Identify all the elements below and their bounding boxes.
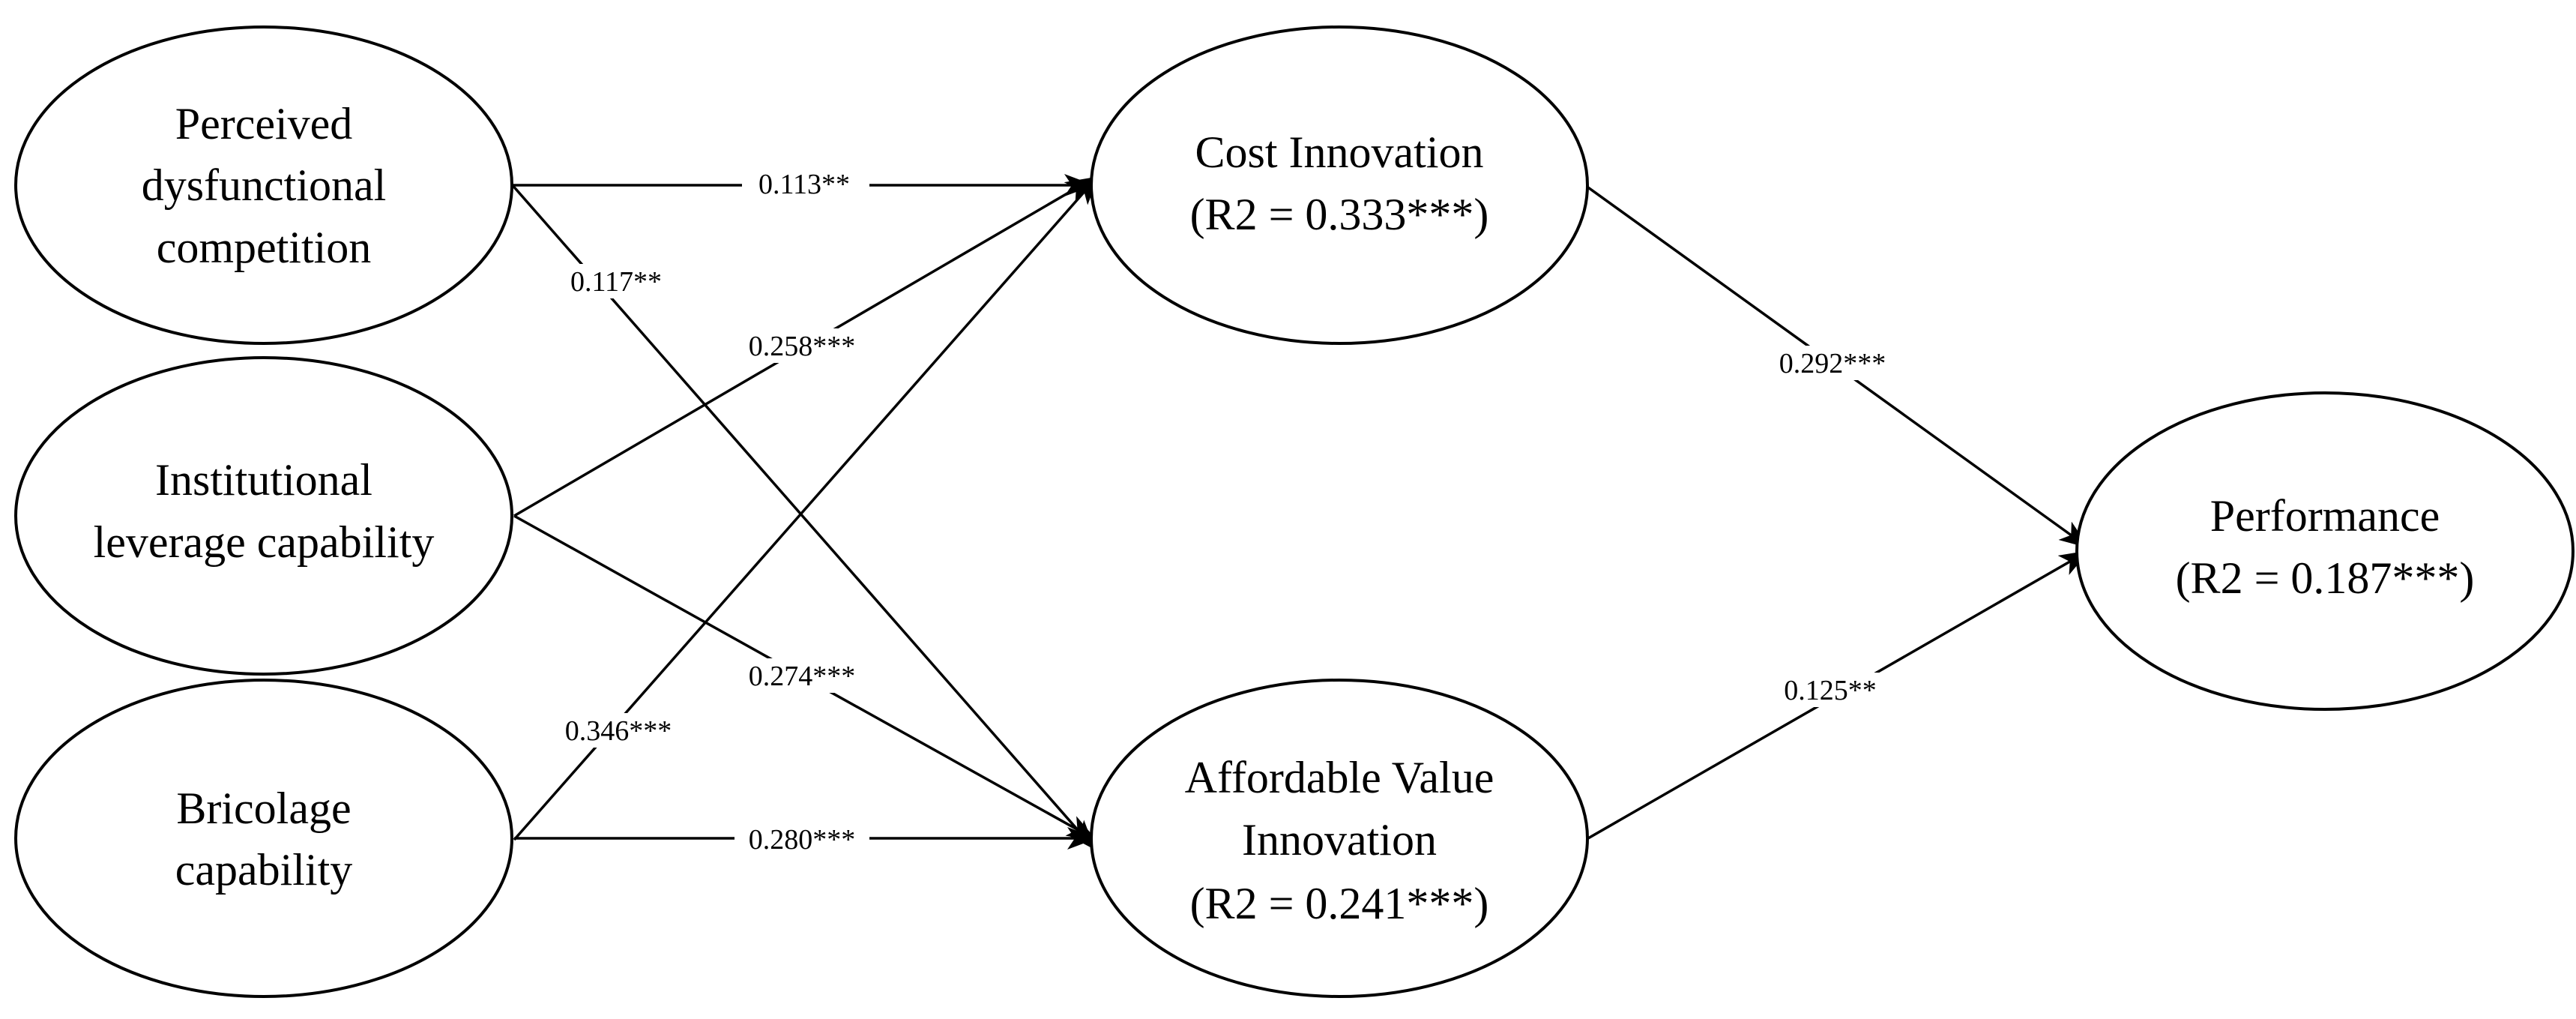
coef-perceived-affordable: 0.117** [570, 266, 662, 298]
node-bricolage-capability: Bricolage capability [14, 679, 513, 998]
node-label-line: Bricolage [176, 784, 351, 833]
coef-institutional-cost: 0.258*** [749, 331, 856, 362]
node-institutional-leverage-capability: Institutional leverage capability [14, 356, 513, 676]
node-affordable-value-innovation: Affordable Value Innovation (R2 = 0.241*… [1090, 679, 1589, 998]
node-performance: Performance (R2 = 0.187***) [2075, 391, 2575, 711]
node-label-line: Perceived [175, 99, 353, 148]
path-coefficients: 0.113** 0.117** 0.258*** 0.274*** 0.346*… [551, 166, 1900, 856]
coef-institutional-affordable: 0.274*** [749, 661, 856, 692]
construct-nodes: Perceived dysfunctional competition Inst… [14, 25, 2575, 998]
node-label-line: competition [157, 223, 372, 272]
node-label-line: leverage capability [94, 517, 435, 567]
node-label-line: dysfunctional [142, 160, 387, 210]
coef-bricolage-cost: 0.346*** [565, 715, 672, 747]
node-cost-innovation: Cost Innovation (R2 = 0.333***) [1090, 25, 1589, 345]
node-label-line: (R2 = 0.187***) [2176, 553, 2475, 603]
node-label-line: (R2 = 0.241***) [1190, 879, 1489, 928]
node-label-line: (R2 = 0.333***) [1190, 190, 1489, 239]
node-perceived-dysfunctional-competition: Perceived dysfunctional competition [14, 25, 513, 345]
coef-cost-performance: 0.292*** [1779, 348, 1886, 379]
node-label-line: Cost Innovation [1195, 127, 1484, 177]
node-label-line: Innovation [1242, 815, 1437, 865]
node-label-line: Performance [2210, 491, 2440, 541]
node-label-line: capability [175, 845, 353, 895]
node-label-line: Affordable Value [1185, 753, 1494, 802]
node-label-line: Institutional [155, 455, 372, 505]
coef-affordable-performance: 0.125** [1784, 675, 1877, 706]
coef-perceived-cost: 0.113** [758, 169, 850, 200]
coef-bricolage-affordable: 0.280*** [749, 824, 856, 856]
